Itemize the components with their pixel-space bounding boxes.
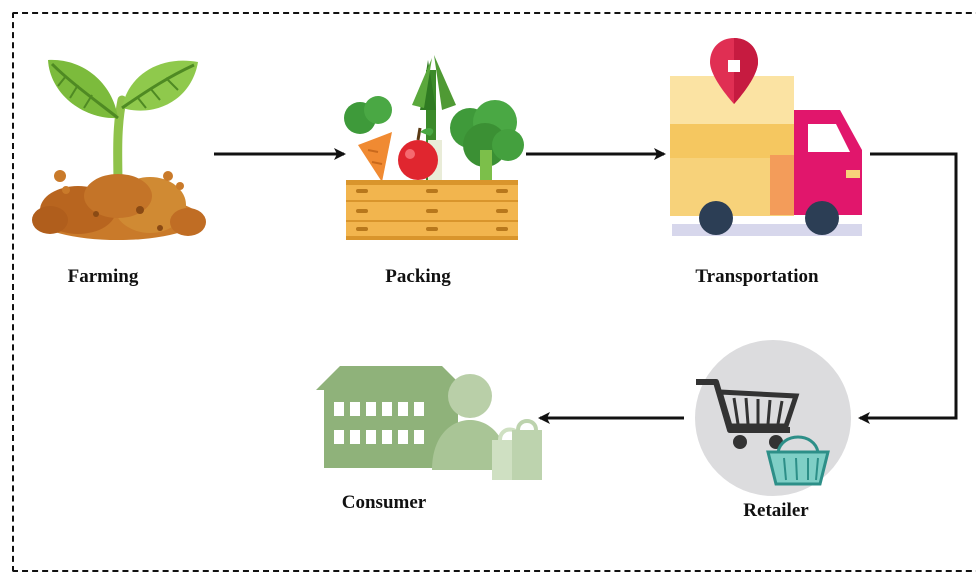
supply-chain-diagram: Farming Packing Transportation Retailer … [12, 12, 976, 572]
store-shopper-icon [316, 366, 542, 480]
sprout-icon [32, 59, 206, 240]
stage-label-retailer: Retailer [743, 500, 809, 521]
diagram-canvas [32, 38, 958, 496]
vegetable-crate-icon [344, 55, 524, 240]
arrow-transportation-to-retailer [858, 152, 958, 424]
delivery-truck-icon [670, 38, 862, 236]
flow-arrows [214, 148, 958, 424]
stage-label-farming: Farming [67, 266, 139, 287]
stage-label-transportation: Transportation [695, 266, 819, 287]
stage-label-consumer: Consumer [341, 492, 427, 513]
stage-label-packing: Packing [385, 266, 451, 287]
shopping-cart-icon [695, 340, 851, 496]
